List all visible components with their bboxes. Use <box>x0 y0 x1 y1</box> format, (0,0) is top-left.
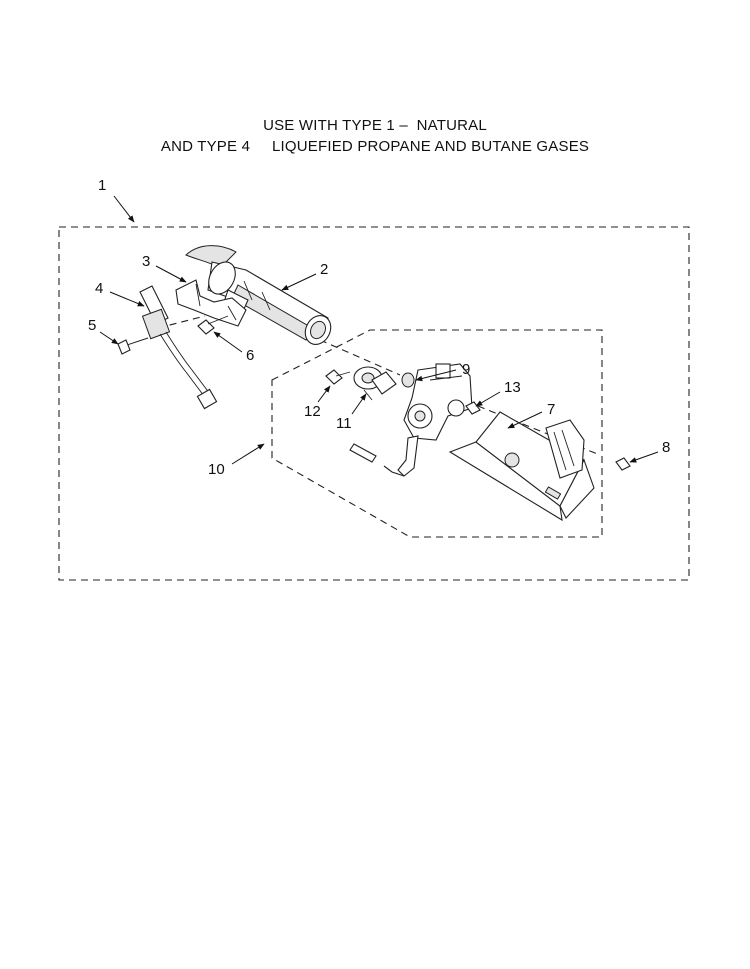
leader-5 <box>99 331 119 345</box>
leader-1 <box>113 195 135 223</box>
leader-3 <box>155 265 187 283</box>
callout-4: 4 <box>95 280 103 297</box>
igniter-part <box>139 285 218 410</box>
leader-12 <box>317 385 331 403</box>
leader-10 <box>231 443 265 465</box>
screw-part-8 <box>615 457 631 471</box>
screw-part-5 <box>117 337 149 355</box>
assembly-boundary-valve <box>271 329 603 538</box>
orifice-fitting-part <box>401 372 415 388</box>
burner-tube-part <box>185 245 332 345</box>
valve-bracket-part <box>448 411 595 522</box>
callout-5: 5 <box>88 317 96 334</box>
leader-4 <box>109 291 145 307</box>
leader-11 <box>351 393 367 415</box>
leader-7 <box>507 411 543 429</box>
callout-7: 7 <box>547 401 555 418</box>
callout-3: 3 <box>142 253 150 270</box>
assembly-boundary-outer <box>58 226 690 581</box>
assembly-centerline-3 <box>157 315 206 329</box>
nut-part-13 <box>465 401 481 415</box>
leader-6 <box>213 331 243 353</box>
gas-valve-part <box>349 363 473 477</box>
leader-9 <box>415 369 457 382</box>
callout-12: 12 <box>304 403 321 420</box>
callout-9: 9 <box>462 361 470 378</box>
leader-8 <box>629 451 659 463</box>
valve-coil-part <box>353 366 397 401</box>
leader-13 <box>475 391 501 407</box>
diagram-title-line-2: AND TYPE 4 LIQUEFIED PROPANE AND BUTANE … <box>160 138 590 155</box>
assembly-centerline <box>319 339 401 376</box>
igniter-bracket-part <box>175 279 247 327</box>
callout-11: 11 <box>336 415 352 432</box>
screw-part-6 <box>197 315 229 335</box>
diagram-title-line-1: USE WITH TYPE 1 – NATURAL <box>263 117 487 134</box>
callout-1: 1 <box>98 177 106 194</box>
callout-8: 8 <box>662 439 670 456</box>
callout-6: 6 <box>246 347 254 364</box>
callout-10: 10 <box>208 461 225 478</box>
callout-13: 13 <box>504 379 521 396</box>
callout-2: 2 <box>320 261 328 278</box>
screw-part-12 <box>325 369 351 385</box>
leader-2 <box>281 273 317 291</box>
